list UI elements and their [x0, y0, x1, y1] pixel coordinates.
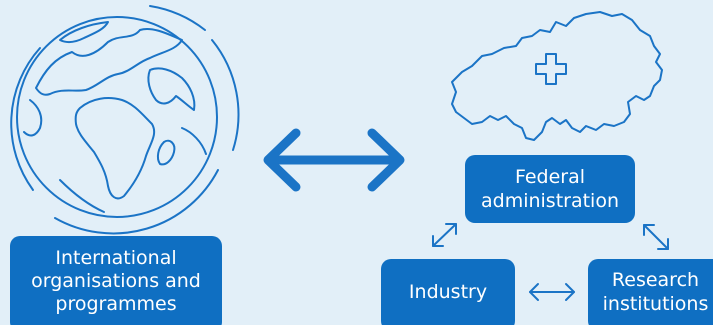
international-organisations-label: International organisations and programm… — [31, 246, 201, 315]
bidirectional-arrow-federal-industry — [432, 223, 457, 247]
bidirectional-arrow-federal-research — [643, 224, 669, 250]
industry-label: Industry — [408, 281, 488, 303]
bidirectional-arrow-industry-research — [529, 283, 575, 301]
industry-box: Industry — [381, 259, 515, 325]
federal-administration-label: Federal administration — [480, 166, 619, 212]
research-institutions-label: Research institutions — [602, 269, 709, 315]
federal-administration-box: Federal administration — [465, 155, 635, 223]
research-institutions-box: Research institutions — [588, 259, 713, 325]
international-organisations-box: International organisations and programm… — [10, 236, 222, 325]
bidirectional-arrow-large — [263, 128, 405, 192]
